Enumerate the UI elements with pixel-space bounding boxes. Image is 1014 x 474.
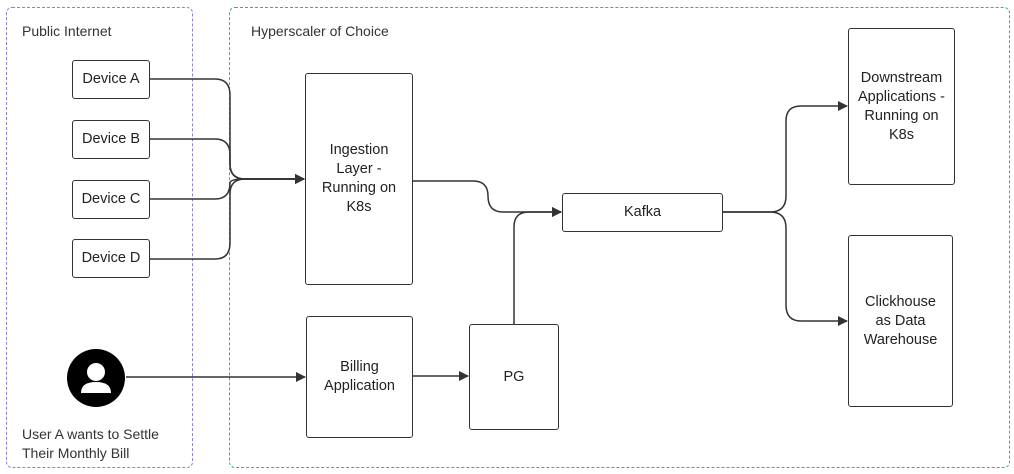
device-d-node: Device D bbox=[72, 239, 150, 278]
edge-kafka-clickhouse bbox=[723, 211, 848, 326]
device-b-node: Device B bbox=[72, 120, 150, 159]
user-caption: User A wants to Settle Their Monthly Bil… bbox=[22, 426, 159, 461]
edge-device-c-ingestion bbox=[150, 174, 305, 200]
device-a-node: Device A bbox=[72, 60, 150, 99]
user-icon bbox=[67, 349, 125, 407]
edge-device-b-ingestion bbox=[150, 138, 305, 184]
clickhouse-label: Clickhouse as Data Warehouse bbox=[863, 293, 938, 348]
edge-device-a-ingestion bbox=[150, 78, 305, 184]
downstream-applications-label: Downstream Applications - Running on K8s bbox=[857, 69, 946, 143]
pg-node: PG bbox=[469, 324, 559, 430]
edge-ingestion-kafka bbox=[413, 180, 562, 217]
billing-application-label: Billing Application bbox=[324, 359, 395, 394]
downstream-applications-node: Downstream Applications - Running on K8s bbox=[848, 28, 955, 185]
device-b-label: Device B bbox=[81, 131, 141, 147]
device-a-label: Device A bbox=[82, 71, 140, 87]
public-internet-label: Public Internet bbox=[22, 23, 112, 39]
pg-label: PG bbox=[503, 368, 525, 385]
device-c-label: Device C bbox=[81, 191, 141, 207]
public-internet-zone bbox=[6, 7, 193, 468]
clickhouse-node: Clickhouse as Data Warehouse bbox=[848, 235, 953, 407]
hyperscaler-label: Hyperscaler of Choice bbox=[251, 23, 389, 39]
edge-device-d-ingestion bbox=[150, 174, 305, 260]
device-d-label: Device D bbox=[81, 250, 141, 266]
ingestion-layer-label: Ingestion Layer - Running on K8s bbox=[321, 142, 397, 215]
device-c-node: Device C bbox=[72, 180, 150, 219]
billing-application-node: Billing Application bbox=[306, 316, 413, 438]
kafka-node: Kafka bbox=[562, 193, 723, 232]
edge-kafka-downstream bbox=[723, 101, 848, 213]
kafka-label: Kafka bbox=[623, 204, 662, 220]
edge-pg-kafka bbox=[513, 207, 562, 324]
ingestion-layer-node: Ingestion Layer - Running on K8s bbox=[305, 73, 413, 285]
